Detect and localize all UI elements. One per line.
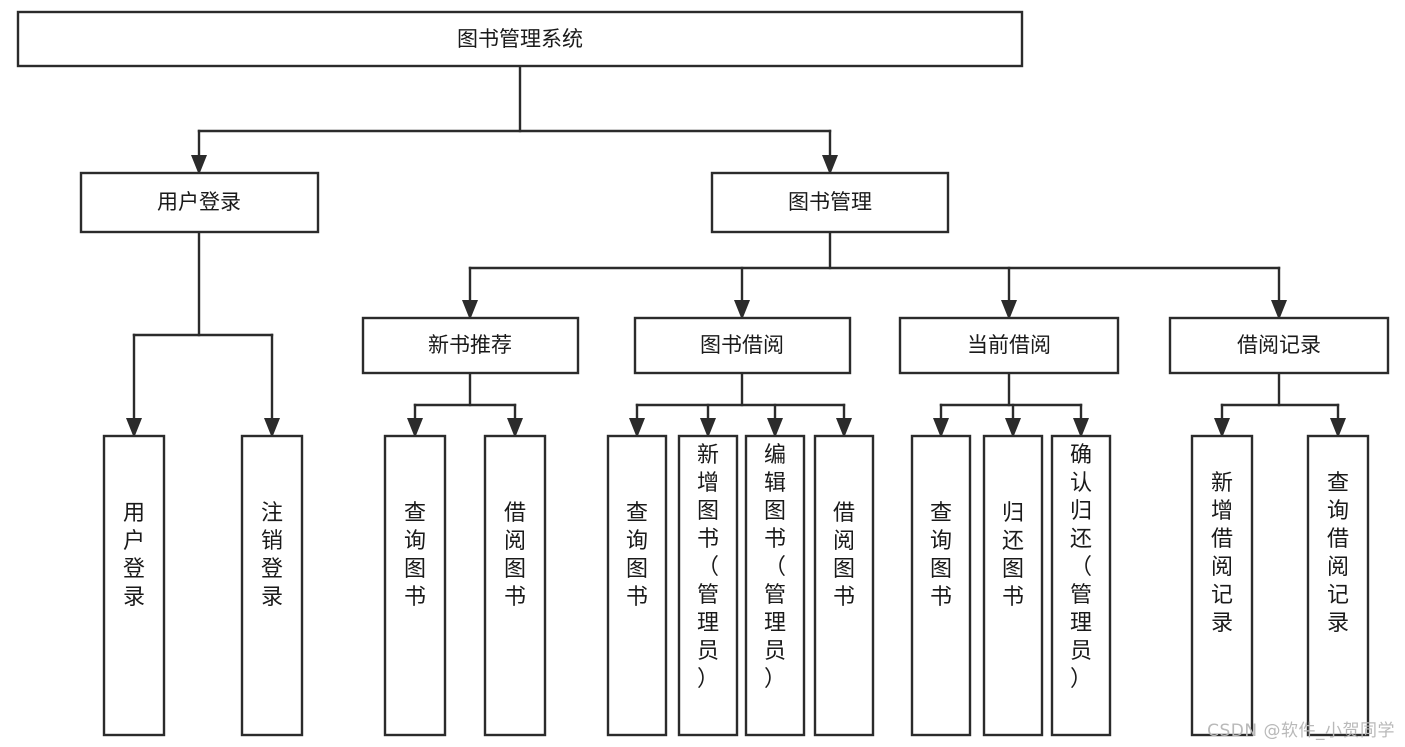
node-current-borrow-label: 当前借阅 [967, 333, 1051, 357]
node-leaf-edit-book-admin[interactable]: 编辑图书（管理员） [744, 434, 806, 737]
node-leaf-query-borrow-record[interactable]: 查询借阅记录 [1306, 434, 1370, 737]
node-new-book-recommend-box [361, 316, 580, 375]
node-user-login-box [79, 171, 320, 234]
node-leaf-borrow-book-1-label: 借阅图书 [504, 501, 526, 610]
node-book-management-label: 图书管理 [788, 190, 872, 214]
node-leaf-user-login-label: 用户登录 [123, 501, 145, 610]
node-borrow-record[interactable]: 借阅记录 [1168, 316, 1390, 375]
node-leaf-edit-book-admin-label: 编辑图书（管理员） [764, 443, 786, 692]
node-leaf-confirm-return-admin-label: 确认归还（管理员） [1070, 443, 1092, 692]
node-leaf-borrow-book-2[interactable]: 借阅图书 [813, 434, 875, 737]
node-leaf-query-borrow-record-label: 查询借阅记录 [1327, 471, 1349, 636]
node-book-borrow-box [633, 316, 852, 375]
node-leaf-user-logout[interactable]: 注销登录 [240, 434, 304, 737]
node-leaf-user-logout-box [240, 434, 304, 737]
node-leaf-query-book-1[interactable]: 查询图书 [383, 434, 447, 737]
node-current-borrow-box [898, 316, 1120, 375]
node-leaf-query-book-3-label: 查询图书 [930, 501, 952, 610]
node-user-login-label: 用户登录 [157, 190, 241, 214]
node-leaf-user-login-box [102, 434, 166, 737]
node-leaf-query-book-2-label: 查询图书 [626, 501, 648, 610]
csdn-watermark: CSDN @软件_小贺同学 [1207, 721, 1395, 741]
node-root-label: 图书管理系统 [457, 27, 583, 51]
node-leaf-add-book-admin[interactable]: 新增图书（管理员） [677, 434, 739, 737]
node-user-login[interactable]: 用户登录 [79, 171, 320, 234]
node-leaf-add-book-admin-label: 新增图书（管理员） [697, 443, 719, 692]
node-book-management-box [710, 171, 950, 234]
connector-layer [126, 64, 1346, 438]
node-root-box [16, 10, 1024, 68]
node-leaf-borrow-book-1[interactable]: 借阅图书 [483, 434, 547, 737]
node-new-book-recommend[interactable]: 新书推荐 [361, 316, 580, 375]
node-current-borrow[interactable]: 当前借阅 [898, 316, 1120, 375]
node-book-borrow-label: 图书借阅 [700, 333, 784, 357]
node-leaf-query-book-2[interactable]: 查询图书 [606, 434, 668, 737]
node-leaf-borrow-book-1-box [483, 434, 547, 737]
node-leaf-return-book[interactable]: 归还图书 [982, 434, 1044, 737]
node-leaf-add-borrow-record[interactable]: 新增借阅记录 [1190, 434, 1254, 737]
node-borrow-record-box [1168, 316, 1390, 375]
node-leaf-query-book-3[interactable]: 查询图书 [910, 434, 972, 737]
node-leaf-return-book-box [982, 434, 1044, 737]
node-leaf-edit-book-admin-box [744, 434, 806, 737]
node-book-management[interactable]: 图书管理 [710, 171, 950, 234]
node-book-borrow[interactable]: 图书借阅 [633, 316, 852, 375]
node-leaf-borrow-book-2-label: 借阅图书 [833, 501, 855, 610]
node-leaf-add-borrow-record-box [1190, 434, 1254, 737]
node-leaf-return-book-label: 归还图书 [1002, 501, 1024, 610]
node-leaf-query-book-1-label: 查询图书 [404, 501, 426, 610]
node-root[interactable]: 图书管理系统 [16, 10, 1024, 68]
node-new-book-recommend-label: 新书推荐 [428, 333, 512, 357]
node-borrow-record-label: 借阅记录 [1237, 333, 1321, 357]
node-leaf-user-login[interactable]: 用户登录 [102, 434, 166, 737]
node-leaf-query-book-3-box [910, 434, 972, 737]
node-leaf-add-book-admin-box [677, 434, 739, 737]
node-leaf-query-borrow-record-box [1306, 434, 1370, 737]
node-leaf-borrow-book-2-box [813, 434, 875, 737]
node-leaf-user-logout-label: 注销登录 [261, 501, 283, 610]
node-leaf-confirm-return-admin-box [1050, 434, 1112, 737]
node-leaf-query-book-2-box [606, 434, 668, 737]
node-leaf-query-book-1-box [383, 434, 447, 737]
node-leaf-add-borrow-record-label: 新增借阅记录 [1211, 471, 1233, 636]
node-leaf-confirm-return-admin[interactable]: 确认归还（管理员） [1050, 434, 1112, 737]
